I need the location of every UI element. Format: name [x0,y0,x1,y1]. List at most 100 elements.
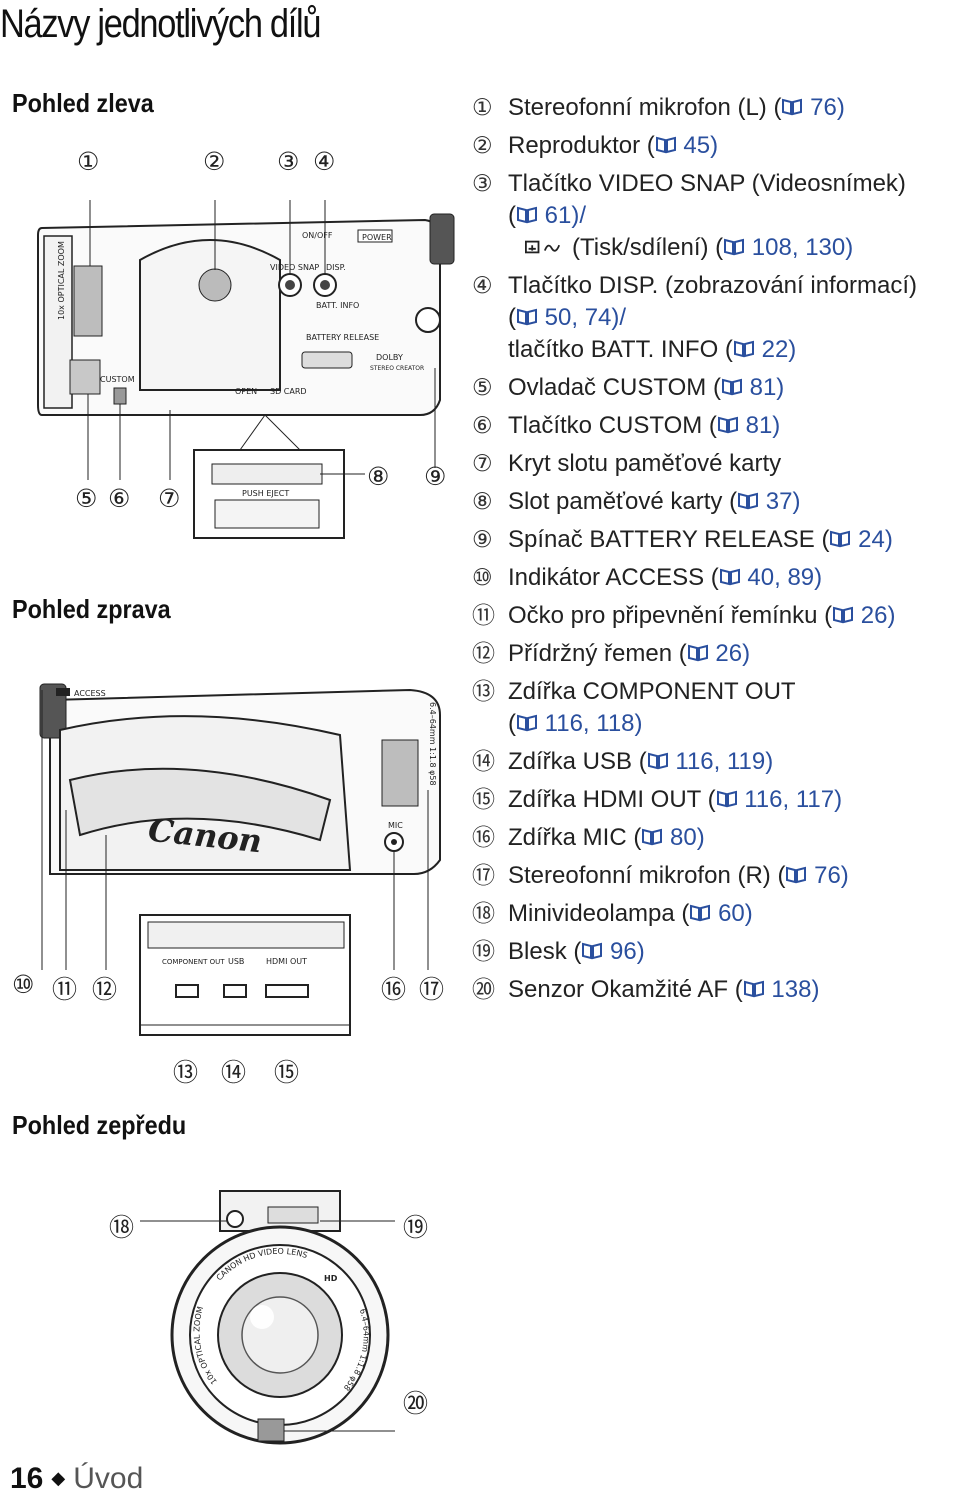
callout-15: ⑮ [274,1058,300,1087]
section-left-view: Pohled zleva [12,88,154,118]
mic-text: MIC [388,821,403,830]
diamond-icon: ◆ [51,1468,66,1488]
item-label-line2: ( [508,202,516,229]
access-text: ACCESS [74,689,106,698]
item-number: ⑰ [472,863,495,889]
item-number: ⑥ [472,413,493,439]
item-label: Stereofonní mikrofon (L) ( [508,94,782,121]
book-icon [517,308,537,326]
item-label: Přídržný řemen ( [508,640,687,667]
callout-14: ⑭ [221,1058,247,1087]
sd-card-text: SD CARD [270,387,307,396]
book-icon [517,714,537,732]
book-icon [830,530,851,548]
open-text: OPEN [235,387,257,396]
callout-17: ⑰ [419,975,445,1004]
page-number: 16 [10,1462,44,1495]
item-label: Indikátor ACCESS ( [508,564,719,591]
book-icon [733,340,754,358]
item-page-ref: 80) [663,824,705,851]
item-label: Zdířka MIC ( [508,824,642,851]
item-label: Tlačítko VIDEO SNAP (Videosnímek) [508,170,906,197]
item-page-ref: 81) [742,374,785,401]
item-page-ref: 96) [603,938,645,965]
book-icon [738,492,759,510]
callout-2: ② [203,147,226,176]
battery-release-text: BATTERY RELEASE [306,333,379,342]
print-share-icon [525,240,561,254]
item-page-ref: 26) [708,640,751,667]
item-label: Ovladač CUSTOM ( [508,374,721,401]
book-icon [582,942,603,960]
item-number: ⑮ [472,787,495,813]
book-icon [517,206,537,224]
section-right-view: Pohled zprava [12,594,171,624]
item-number: ③ [472,171,493,197]
item-number: ⑪ [472,603,495,629]
item-label: Minivideolampa ( [508,900,690,927]
list-item: ⑪ Očko pro připevnění řemínku ( 26) [472,600,960,632]
on-off-text: ON/OFF [302,231,333,240]
item-page-ref: 40, 89) [740,564,823,591]
callout-8: ⑧ [367,462,390,491]
item-label-line3: tlačítko BATT. INFO ( [508,336,733,363]
item-label: Zdířka COMPONENT OUT [508,678,796,705]
item-number: ⑤ [472,375,493,401]
callout-16: ⑯ [381,975,407,1004]
callout-11: ⑪ [52,975,78,1004]
section-front-view: Pohled zepředu [12,1110,187,1140]
item-page-ref: 76) [807,862,849,889]
book-icon [690,904,711,922]
item-number: ⑱ [472,901,495,927]
book-icon [719,568,740,586]
callout-1: ① [77,147,100,176]
list-item: ⑱ Minivideolampa ( 60) [472,898,960,930]
item-number: ⑫ [472,641,495,667]
power-text: POWER [362,233,392,242]
item-number: ② [472,133,493,159]
book-icon [716,790,737,808]
item-label: Tlačítko DISP. (zobrazování informací) [508,272,918,299]
batt-info-text: BATT. INFO [316,301,359,310]
item-label: Očko pro připevnění řemínku ( [508,602,833,629]
book-icon [782,98,803,116]
callout-5: ⑤ [75,484,98,513]
callout-18: ⑱ [109,1213,135,1242]
video-snap-text: VIDEO SNAP [270,263,319,272]
item-page-ref: 26) [854,602,896,629]
item-label-line2: ( [508,710,516,737]
item-page-ref: 22) [754,336,797,363]
callout-4: ④ [313,147,336,176]
item-label: Spínač BATTERY RELEASE ( [508,526,830,553]
item-page-ref: 116, 119) [668,748,774,775]
item-page-ref: 108, 130) [745,234,854,261]
book-icon [687,644,708,662]
book-icon [655,136,676,154]
list-item: ⑤ Ovladač CUSTOM ( 81) [472,372,960,404]
disp-text: DISP. [326,263,346,272]
item-page-ref: 50, 74)/ [538,304,627,331]
item-label-line2: ( [508,304,516,331]
item-page-ref: 76) [803,94,845,121]
item-number: ⑲ [472,939,495,965]
item-page-ref: 60) [711,900,753,927]
book-icon [647,752,668,770]
callout-10: ⑩ [12,970,35,999]
item-number: ④ [472,273,493,299]
item-page-ref: 81) [738,412,781,439]
section-name: Úvod [73,1462,144,1495]
custom-text: CUSTOM [100,375,135,384]
